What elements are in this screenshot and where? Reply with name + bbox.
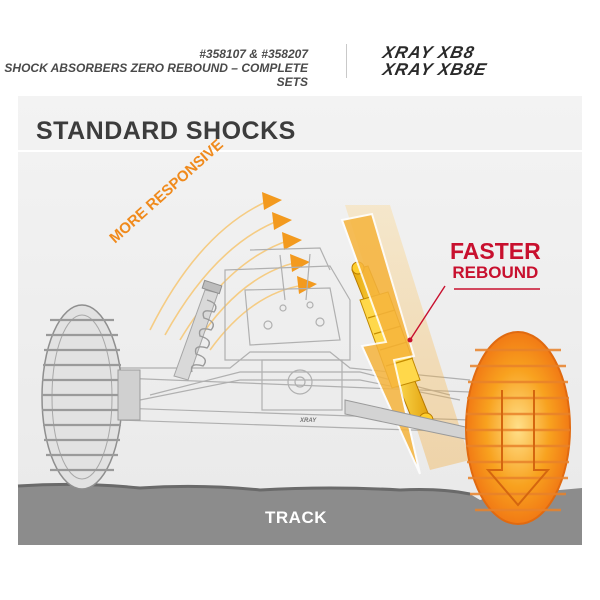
header-text: #358107 & #358207 SHOCK ABSORBERS ZERO R… — [0, 47, 308, 89]
responsive-arrowheads — [262, 192, 317, 294]
title-rule — [18, 150, 582, 152]
diagram-title: STANDARD SHOCKS — [36, 117, 296, 145]
track-ground — [17, 482, 582, 545]
zigzag-arrow — [340, 212, 421, 475]
header-divider — [346, 44, 347, 78]
header-subtitle: SHOCK ABSORBERS ZERO REBOUND – COMPLETE … — [4, 61, 308, 89]
rebound-text: REBOUND — [452, 263, 539, 282]
faster-rebound-label: FASTER REBOUND — [450, 239, 541, 283]
part-numbers: #358107 & #358207 — [199, 47, 308, 61]
chassis-logo: XRAY — [300, 418, 317, 424]
responsive-arcs — [149, 199, 306, 351]
left-wheel — [41, 304, 141, 490]
left-shock — [173, 279, 223, 381]
track-label: TRACK — [265, 508, 327, 527]
faster-text: FASTER — [450, 238, 541, 264]
faster-pointer — [407, 285, 540, 343]
right-wheel — [465, 331, 571, 525]
header-bar — [0, 36, 600, 96]
